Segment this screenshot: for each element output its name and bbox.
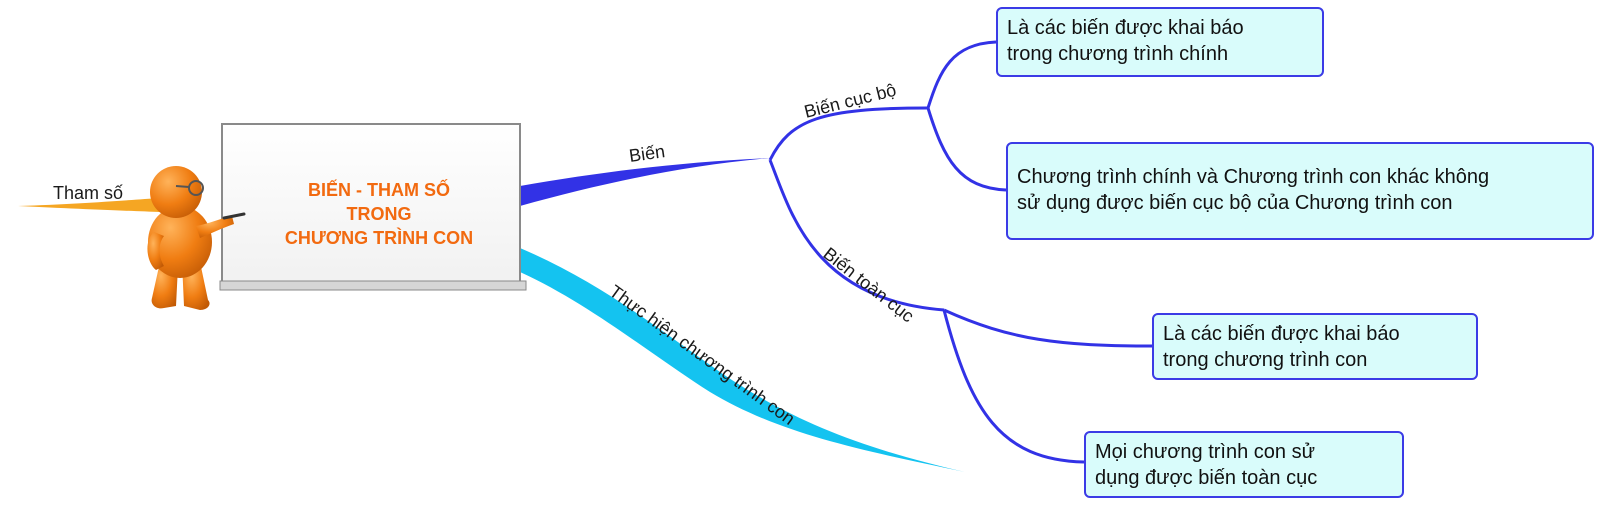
branch-bien-toan-cuc	[768, 159, 945, 312]
leaf-cuc-bo-2-line-1: Chương trình chính và Chương trình con k…	[1017, 166, 1490, 188]
presenter-figure-icon	[147, 166, 246, 310]
branch-label-bien-toan-cuc: Biến toàn cục	[820, 243, 918, 326]
branch-label-bien-cuc-bo: Biến cục bộ	[802, 80, 898, 122]
leaf-toan-cuc-1: Là các biến được khai báo trong chương t…	[1152, 313, 1478, 380]
leaf-cuc-bo-2-line-2: sử dụng được biến cục bộ của Chương trìn…	[1017, 192, 1453, 214]
central-title-line-3: CHƯƠNG TRÌNH CON	[285, 227, 473, 248]
leaf-cuc-bo-2: Chương trình chính và Chương trình con k…	[1006, 142, 1594, 240]
leaf-cuc-bo-1-line-2: trong chương trình chính	[1007, 43, 1229, 65]
leaf-cuc-bo-1-line-1: Là các biến được khai báo	[1007, 17, 1244, 39]
central-whiteboard: BIẾN - THAM SỐ TRONG CHƯƠNG TRÌNH CON	[219, 123, 527, 291]
leaf-toan-cuc-1-line-1: Là các biến được khai báo	[1163, 323, 1400, 345]
branch-tham-so	[18, 198, 160, 212]
connector-cuc-bo-1	[926, 40, 997, 109]
leaf-toan-cuc-1-line-2: trong chương trình con	[1163, 349, 1368, 371]
branch-label-tham-so: Tham số	[53, 183, 123, 203]
leaf-toan-cuc-2-line-2: dụng được biến toàn cục	[1095, 467, 1318, 489]
central-title-line-2: TRONG	[347, 204, 412, 224]
connector-toan-cuc-2	[942, 309, 1085, 464]
branch-label-thuc-hien: Thực hiện chương trình con	[606, 281, 799, 429]
branch-label-bien: Biến	[628, 141, 666, 166]
leaf-toan-cuc-2: Mọi chương trình con sử dụng được biến t…	[1084, 431, 1404, 498]
leaf-cuc-bo-1: Là các biến được khai báo trong chương t…	[996, 7, 1324, 77]
branch-bien-cuc-bo	[768, 106, 929, 161]
branch-bien	[520, 158, 770, 206]
connector-toan-cuc-1	[943, 308, 1153, 348]
branch-thuc-hien	[520, 248, 965, 472]
central-title-line-1: BIẾN - THAM SỐ	[308, 179, 450, 200]
connector-cuc-bo-2	[926, 107, 1007, 192]
leaf-toan-cuc-2-line-1: Mọi chương trình con sử	[1095, 441, 1315, 463]
